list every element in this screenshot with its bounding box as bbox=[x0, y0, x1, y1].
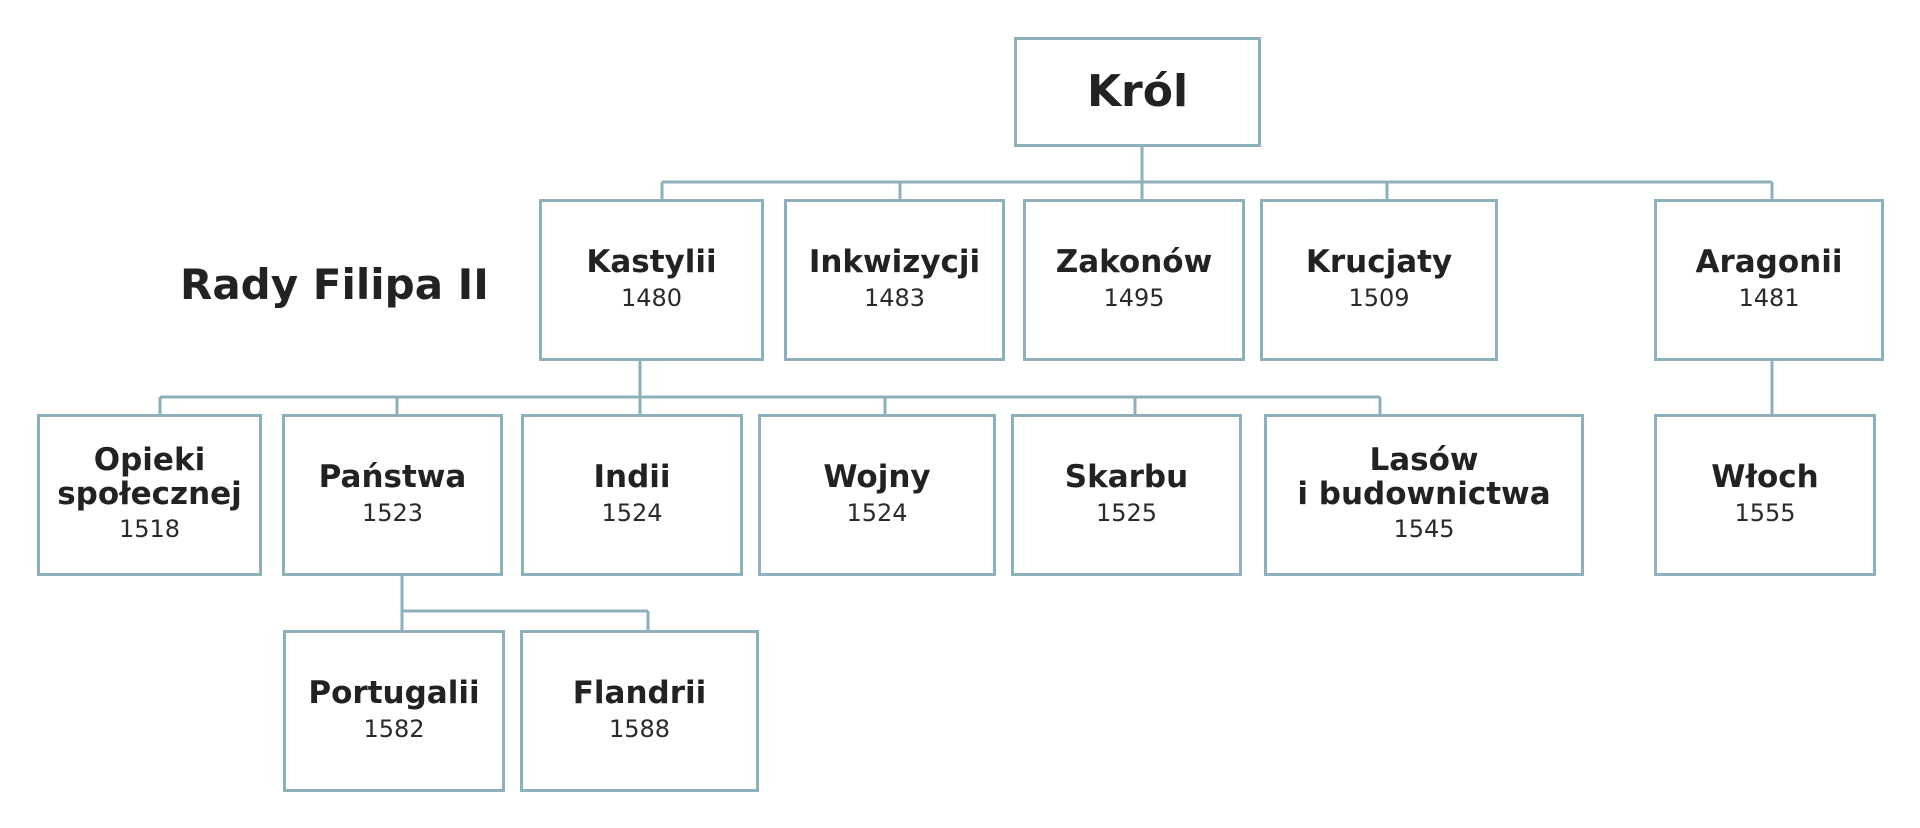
node-skarbu: Skarbu 1525 bbox=[1011, 414, 1242, 576]
node-year: 1481 bbox=[1738, 283, 1800, 312]
node-name: Indii bbox=[593, 459, 671, 496]
node-inkwizycji: Inkwizycji 1483 bbox=[784, 199, 1005, 361]
node-year: 1555 bbox=[1734, 498, 1796, 527]
node-kastylii: Kastylii 1480 bbox=[539, 199, 764, 361]
node-name: Portugalii bbox=[308, 675, 480, 712]
node-lasow-i-budownictwa: Lasów i budownictwa 1545 bbox=[1264, 414, 1584, 576]
node-year: 1480 bbox=[620, 283, 683, 312]
node-name: Inkwizycji bbox=[808, 244, 981, 281]
node-zakonow: Zakonów 1495 bbox=[1023, 199, 1245, 361]
node-krucjaty: Krucjaty 1509 bbox=[1260, 199, 1498, 361]
node-name: Krucjaty bbox=[1305, 244, 1453, 281]
node-year: 1524 bbox=[846, 498, 908, 527]
node-name: Opieki społecznej bbox=[57, 442, 242, 512]
node-name: Wojny bbox=[823, 459, 931, 496]
node-flandrii: Flandrii 1588 bbox=[520, 630, 759, 792]
node-opieki-spolecznej: Opieki społecznej 1518 bbox=[37, 414, 262, 576]
node-name: Włoch bbox=[1711, 459, 1819, 496]
node-year: 1483 bbox=[863, 283, 926, 312]
node-name: Kastylii bbox=[586, 244, 717, 281]
node-year: 1509 bbox=[1348, 283, 1410, 312]
node-wloch: Włoch 1555 bbox=[1654, 414, 1876, 576]
node-krol: Król bbox=[1014, 37, 1261, 147]
node-name: Zakonów bbox=[1055, 244, 1213, 281]
node-name: Lasów i budownictwa bbox=[1297, 442, 1551, 512]
node-year: 1524 bbox=[601, 498, 663, 527]
chart-title: Rady Filipa II bbox=[180, 260, 489, 309]
node-year: 1582 bbox=[363, 714, 425, 743]
node-name: Flandrii bbox=[572, 675, 707, 712]
node-wojny: Wojny 1524 bbox=[758, 414, 996, 576]
node-year: 1495 bbox=[1103, 283, 1165, 312]
node-year: 1545 bbox=[1393, 515, 1455, 544]
node-year: 1588 bbox=[608, 714, 671, 743]
node-portugalii: Portugalii 1582 bbox=[283, 630, 505, 792]
node-aragonii: Aragonii 1481 bbox=[1654, 199, 1884, 361]
node-name: Państwa bbox=[318, 459, 467, 496]
node-name: Aragonii bbox=[1695, 244, 1843, 281]
node-label: Król bbox=[1086, 66, 1189, 118]
node-panstwa: Państwa 1523 bbox=[282, 414, 503, 576]
node-indii: Indii 1524 bbox=[521, 414, 743, 576]
node-year: 1525 bbox=[1095, 498, 1158, 527]
node-year: 1523 bbox=[361, 498, 424, 527]
node-year: 1518 bbox=[118, 515, 181, 544]
node-name: Skarbu bbox=[1064, 459, 1189, 496]
